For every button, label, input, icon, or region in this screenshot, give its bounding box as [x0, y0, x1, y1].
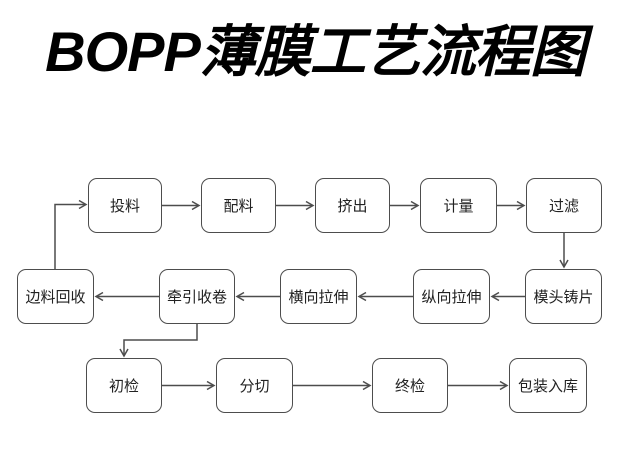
node-longitudinal-stretching: 纵向拉伸	[413, 269, 490, 324]
node-packaging-warehousing: 包装入库	[509, 358, 587, 413]
node-edge-trim-recycling: 边料回收	[17, 269, 94, 324]
edge-recycling-to-feeding	[54, 199, 88, 269]
node-feeding: 投料	[88, 178, 162, 233]
page-title: BOPP薄膜工艺流程图	[45, 20, 586, 83]
node-traction-winding: 牵引收卷	[159, 269, 235, 324]
node-final-inspection: 终检	[372, 358, 448, 413]
node-filtration: 过滤	[526, 178, 602, 233]
edge-winding-to-initial-inspection	[119, 323, 198, 358]
node-initial-inspection: 初检	[86, 358, 162, 413]
node-slitting: 分切	[216, 358, 293, 413]
node-die-casting: 模头铸片	[525, 269, 602, 324]
node-extrusion: 挤出	[315, 178, 390, 233]
node-batching: 配料	[201, 178, 276, 233]
node-metering: 计量	[420, 178, 497, 233]
node-transverse-stretching: 横向拉伸	[280, 269, 357, 324]
